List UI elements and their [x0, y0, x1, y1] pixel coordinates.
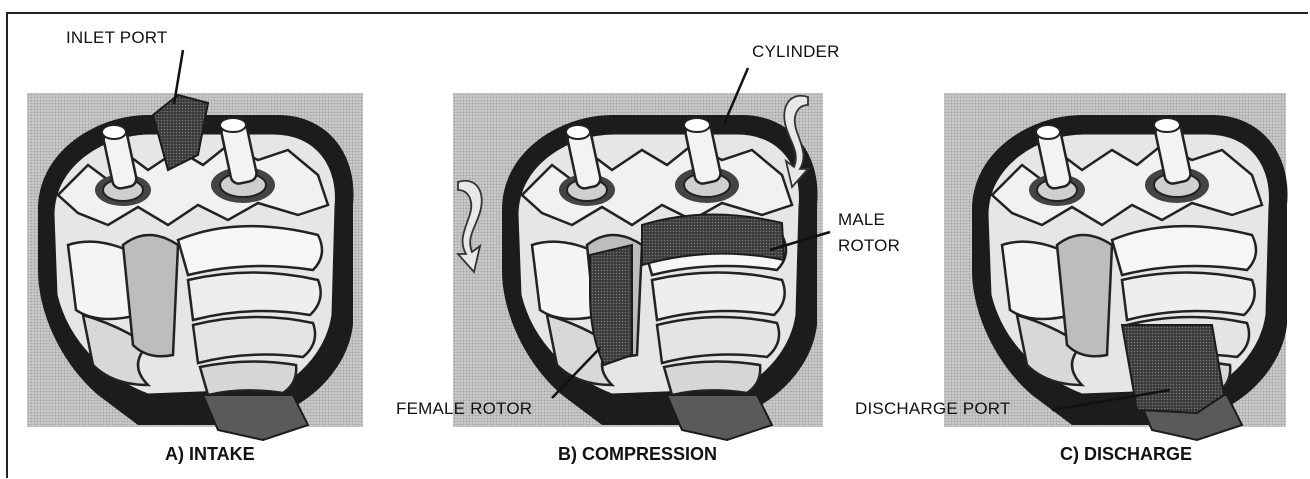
- rotation-arrow-left: [458, 181, 482, 272]
- caption-compression: B) COMPRESSION: [558, 443, 717, 465]
- discharge-illustration: [972, 115, 1288, 440]
- intake-illustration: [38, 95, 354, 440]
- compression-illustration: [502, 115, 818, 440]
- discharge-port-label: DISCHARGE PORT: [855, 399, 1011, 419]
- caption-intake: A) INTAKE: [165, 443, 255, 465]
- male-rotor-label-line1: MALE: [838, 210, 885, 230]
- cylinder-label: CYLINDER: [752, 42, 840, 62]
- discharge-gas-region: [1122, 325, 1224, 413]
- female-rotor-gas-pocket: [590, 245, 632, 365]
- female-rotor-label: FEMALE ROTOR: [396, 399, 532, 419]
- inlet-port-label: INLET PORT: [66, 28, 168, 48]
- male-rotor-label-line2: ROTOR: [838, 236, 900, 256]
- caption-discharge: C) DISCHARGE: [1060, 443, 1192, 465]
